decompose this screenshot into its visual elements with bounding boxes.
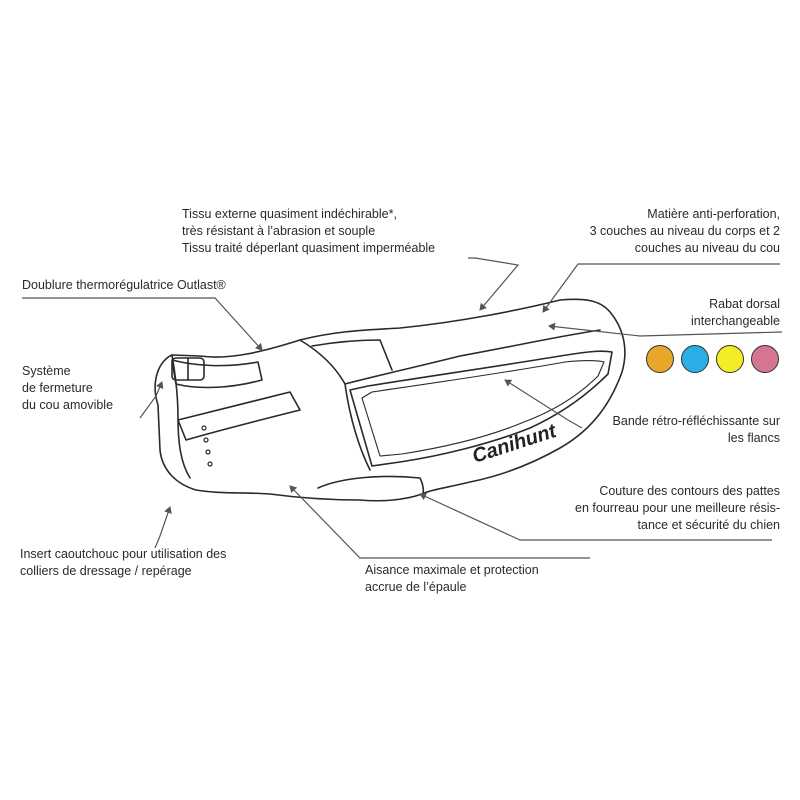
color-swatch-orange bbox=[646, 345, 674, 373]
vest-body-outline bbox=[154, 298, 626, 502]
leg-opening bbox=[317, 475, 425, 495]
label-doublure: Doublure thermorégulatrice Outlast® bbox=[22, 278, 226, 292]
label-insert: Insert caoutchouc pour utilisation des c… bbox=[20, 547, 227, 578]
collar-top-strap bbox=[171, 359, 263, 389]
leader-bande bbox=[504, 379, 583, 429]
vest-illustration bbox=[154, 298, 626, 502]
label-tissu-externe: Tissu externe quasiment indéchirable*, t… bbox=[182, 207, 436, 255]
label-bande-retro: Bande rétro-réfléchissante sur les flanc… bbox=[612, 414, 780, 445]
side-seam bbox=[344, 383, 371, 471]
label-rabat-dorsal: Rabat dorsal interchangeable bbox=[691, 297, 780, 328]
strap-holes bbox=[201, 425, 213, 467]
collar-strap bbox=[177, 391, 301, 441]
leader-aisance bbox=[289, 485, 590, 559]
leader-rabat bbox=[548, 322, 783, 337]
label-couture: Couture des contours des pattes en fourr… bbox=[575, 484, 780, 532]
reflective-band-inner bbox=[361, 359, 605, 457]
label-systeme-fermeture: Système de fermeture du cou amovible bbox=[22, 364, 114, 412]
label-aisance: Aisance maximale et protection accrue de… bbox=[365, 563, 539, 594]
color-swatch-pink bbox=[751, 345, 779, 373]
color-swatch-blue bbox=[681, 345, 709, 373]
leader-insert bbox=[154, 506, 172, 549]
color-swatch-yellow bbox=[716, 345, 744, 373]
label-anti-perforation: Matière anti-perforation, 3 couches au n… bbox=[589, 207, 780, 255]
leader-anti bbox=[542, 263, 780, 313]
reflective-band bbox=[349, 350, 613, 467]
dorsal-flap bbox=[299, 329, 601, 385]
leader-tissu bbox=[468, 257, 520, 311]
dorsal-flap-edge bbox=[311, 339, 393, 371]
leader-lines bbox=[22, 257, 783, 559]
leader-doublure bbox=[22, 297, 263, 351]
leader-fermeture bbox=[139, 381, 164, 419]
leader-couture bbox=[419, 492, 772, 541]
brand-logo: Canihunt bbox=[470, 420, 560, 468]
